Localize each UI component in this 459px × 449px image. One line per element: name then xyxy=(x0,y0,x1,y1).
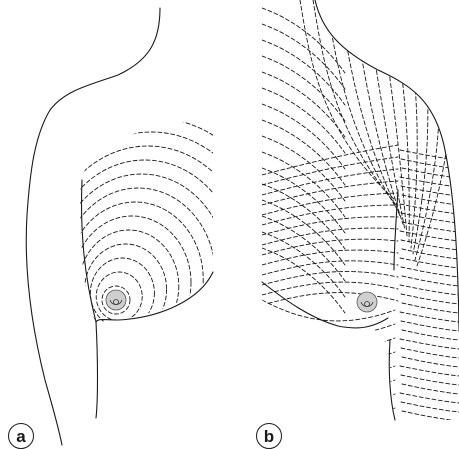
contour-line xyxy=(262,370,395,391)
contour-line xyxy=(262,356,395,377)
contour-line xyxy=(262,250,398,265)
contour-line xyxy=(262,293,398,305)
contour-line xyxy=(262,24,345,89)
contour-line xyxy=(262,88,345,153)
contour-line xyxy=(262,40,345,105)
contour-line xyxy=(402,276,459,286)
contour-line xyxy=(15,76,313,419)
panel-b-nipple xyxy=(357,292,377,312)
contour-line xyxy=(401,348,459,358)
contour-line xyxy=(400,150,459,160)
contour-line xyxy=(365,0,405,230)
contour-line xyxy=(262,72,345,137)
contour-line xyxy=(262,272,398,285)
contour-line xyxy=(401,267,459,277)
contour-line xyxy=(262,261,398,275)
contour-line xyxy=(61,188,215,363)
contour-line xyxy=(402,330,459,340)
panel-b-arm-line xyxy=(394,190,398,270)
contour-line xyxy=(262,56,345,121)
contour-line xyxy=(400,258,459,268)
contour-line xyxy=(402,168,459,178)
contour-line xyxy=(262,384,395,405)
contour-line xyxy=(262,228,398,245)
panel-a-illustration xyxy=(15,8,313,445)
contour-line xyxy=(400,393,459,403)
contour-line xyxy=(262,239,398,255)
contour-line xyxy=(402,249,459,259)
contour-line xyxy=(44,146,252,384)
contour-line xyxy=(401,321,459,331)
contour-line xyxy=(262,216,345,281)
panel-a-nipple xyxy=(106,290,126,310)
contour-line xyxy=(262,248,345,313)
contour-line xyxy=(402,384,459,394)
contour-line xyxy=(402,222,459,232)
contour-line xyxy=(262,168,345,233)
contour-line xyxy=(27,104,289,405)
contour-line xyxy=(401,402,459,412)
contour-line xyxy=(400,312,459,322)
contour-line xyxy=(262,205,398,225)
contour-line xyxy=(262,328,395,349)
contour-line xyxy=(79,230,179,342)
contour-line xyxy=(400,339,459,349)
contour-line xyxy=(402,303,459,313)
panel-a-contour-lines xyxy=(15,76,313,419)
panel-b-contour-lines xyxy=(262,0,459,421)
contour-line xyxy=(400,366,459,376)
panel-a-lower-torso xyxy=(96,322,98,418)
panel-b-label: b xyxy=(256,423,282,449)
contour-line xyxy=(32,118,276,398)
contour-line xyxy=(401,375,459,385)
contour-line xyxy=(38,132,264,391)
contour-line xyxy=(352,0,403,224)
contour-line xyxy=(262,398,395,419)
contour-line xyxy=(21,90,301,412)
contour-line xyxy=(400,285,459,295)
contour-line xyxy=(401,159,459,169)
contour-line xyxy=(401,294,459,304)
contour-line xyxy=(402,195,459,205)
contour-line xyxy=(401,240,459,250)
contour-line xyxy=(326,0,399,212)
contour-line xyxy=(262,193,398,215)
contour-line xyxy=(339,0,401,218)
contour-line xyxy=(262,104,345,169)
panel-a-torso-outline xyxy=(26,8,160,445)
contour-line xyxy=(73,216,191,349)
panel-b-shoulder-outline xyxy=(315,0,459,330)
panel-a-back-line xyxy=(82,180,96,322)
contour-line xyxy=(402,357,459,367)
contour-line xyxy=(401,213,459,223)
panel-b-illustration xyxy=(262,0,459,421)
contour-line xyxy=(402,411,459,421)
contour-line xyxy=(262,342,395,363)
contour-line xyxy=(262,184,345,249)
panel-a-label: a xyxy=(8,423,34,449)
contour-line xyxy=(262,120,345,185)
